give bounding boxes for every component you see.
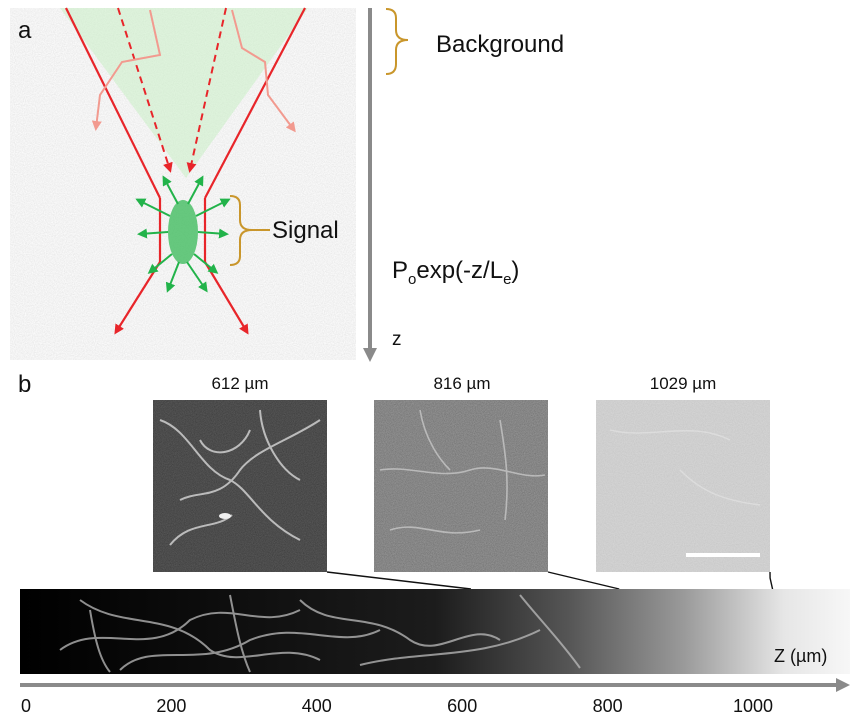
dashed-beam-left xyxy=(117,7,173,173)
section-image xyxy=(596,400,770,572)
background-bracket xyxy=(385,8,409,75)
dashed-beam-right xyxy=(186,7,227,173)
strip-axis-title: Z (µm) xyxy=(774,646,827,666)
panel-a: a xyxy=(10,7,356,360)
signal-focus xyxy=(168,200,198,264)
z-label: z xyxy=(392,329,402,350)
fluorescence-arrow xyxy=(186,261,208,293)
depth-section-612: 612 µm xyxy=(153,374,327,572)
attenuation-formula: Poexp(-z/Le) xyxy=(392,257,519,288)
strip-vessels xyxy=(59,594,581,673)
beam-left-upper xyxy=(65,7,161,199)
axis-tick-label: 600 xyxy=(447,696,477,716)
vessel-lines xyxy=(379,409,546,534)
section-image xyxy=(374,400,548,572)
formula-body: exp(-z/L xyxy=(416,257,503,284)
depth-strip-image xyxy=(20,589,850,674)
scatter-path-left xyxy=(91,9,162,131)
fluorescence-arrow xyxy=(162,175,179,205)
fluorescence-arrows xyxy=(135,175,231,293)
panel-b-letter: b xyxy=(18,371,31,398)
depth-label: 1029 µm xyxy=(650,374,717,393)
formula-close: ) xyxy=(511,257,519,284)
connector-line xyxy=(547,571,620,590)
strip-axis-ticks: 0 200 400 600 800 1000 xyxy=(21,696,773,716)
axis-tick-label: 800 xyxy=(593,696,623,716)
fluorescence-arrow xyxy=(147,253,173,274)
signal-label: Signal xyxy=(272,217,339,244)
fluorescence-arrow xyxy=(165,261,180,293)
depth-label: 612 µm xyxy=(211,374,268,393)
background-label: Background xyxy=(436,31,564,58)
connector-line xyxy=(326,571,472,590)
depth-section-816: 816 µm xyxy=(374,374,548,572)
beam-right-upper xyxy=(204,7,306,199)
depth-label: 816 µm xyxy=(433,374,490,393)
panel-a-letter: a xyxy=(18,17,32,44)
fluorescence-arrow xyxy=(135,198,171,217)
fluorescence-arrow xyxy=(193,253,219,274)
axis-tick-label: 0 xyxy=(21,696,31,716)
vessel-lines xyxy=(609,429,761,506)
formula-p: P xyxy=(392,257,408,284)
formula-subscript-e: e xyxy=(503,271,511,288)
fluorescence-arrow xyxy=(137,228,169,239)
fluorescence-arrow xyxy=(195,198,231,217)
fluorescence-arrow xyxy=(187,175,204,205)
vessel-lines xyxy=(159,409,321,546)
depth-strip: Z (µm) xyxy=(20,589,850,674)
fluorescence-arrow xyxy=(197,228,229,239)
axis-tick-label: 400 xyxy=(302,696,332,716)
scatter-path-right xyxy=(231,9,296,133)
formula-subscript-o: o xyxy=(408,271,416,288)
axis-tick-label: 200 xyxy=(156,696,186,716)
depth-section-1029: 1029 µm xyxy=(596,374,770,572)
axis-tick-label: 1000 xyxy=(733,696,773,716)
